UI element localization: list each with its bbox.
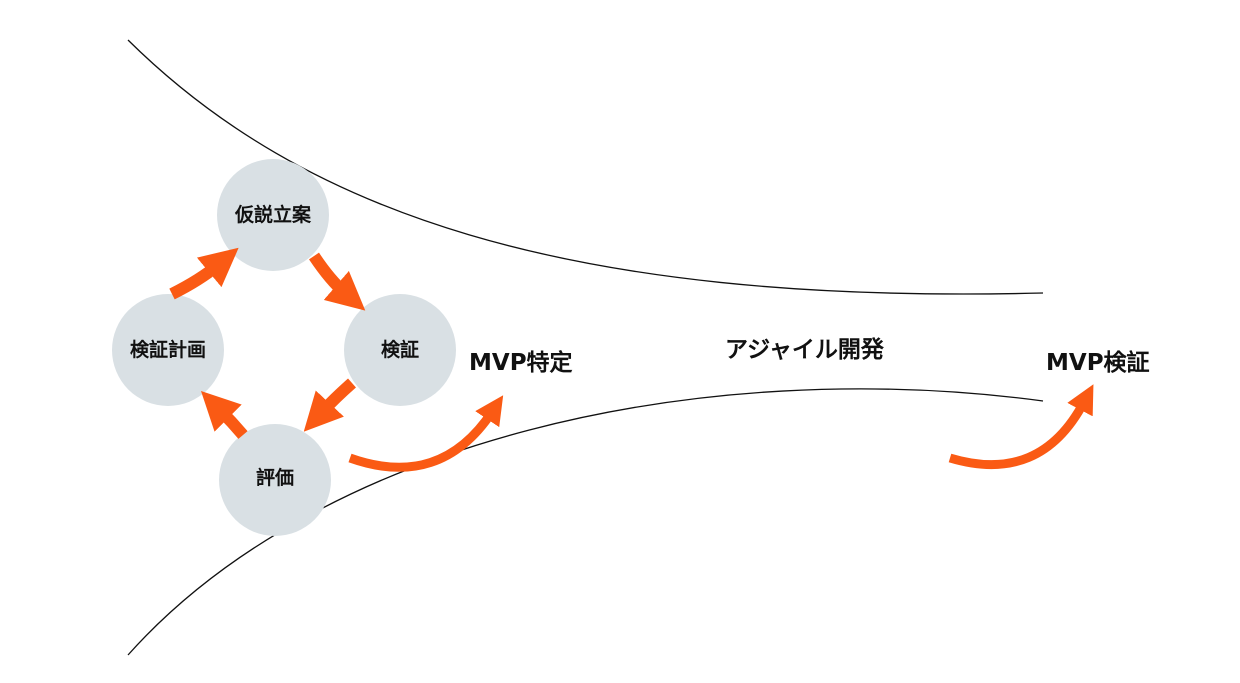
step-plan-label: 検証計画 [129, 339, 206, 361]
mvp-identify-label: MVP特定 [469, 350, 573, 376]
arrow-to-mvp-verify [948, 384, 1094, 470]
circle-verify [344, 294, 456, 406]
arrow-to-mvp-identify [348, 395, 504, 472]
step-evaluate-label: 評価 [255, 467, 294, 489]
circle-plan [112, 294, 224, 406]
step-hypothesis-label: 仮説立案 [234, 204, 311, 226]
arrow-hypothesis-to-verify [309, 252, 366, 311]
arrow-verify-to-evaluate [303, 378, 356, 432]
step-verify-label: 検証 [380, 339, 419, 361]
circle-hypothesis [217, 159, 329, 271]
circle-evaluate [219, 424, 331, 536]
funnel-bottom-line [127, 388, 1044, 656]
arrow-evaluate-to-plan [200, 390, 248, 439]
funnel-top-line [127, 39, 1044, 295]
agile-development-label: アジャイル開発 [725, 337, 884, 363]
mvp-verify-label: MVP検証 [1046, 350, 1150, 376]
arrow-plan-to-hypothesis [169, 247, 239, 300]
